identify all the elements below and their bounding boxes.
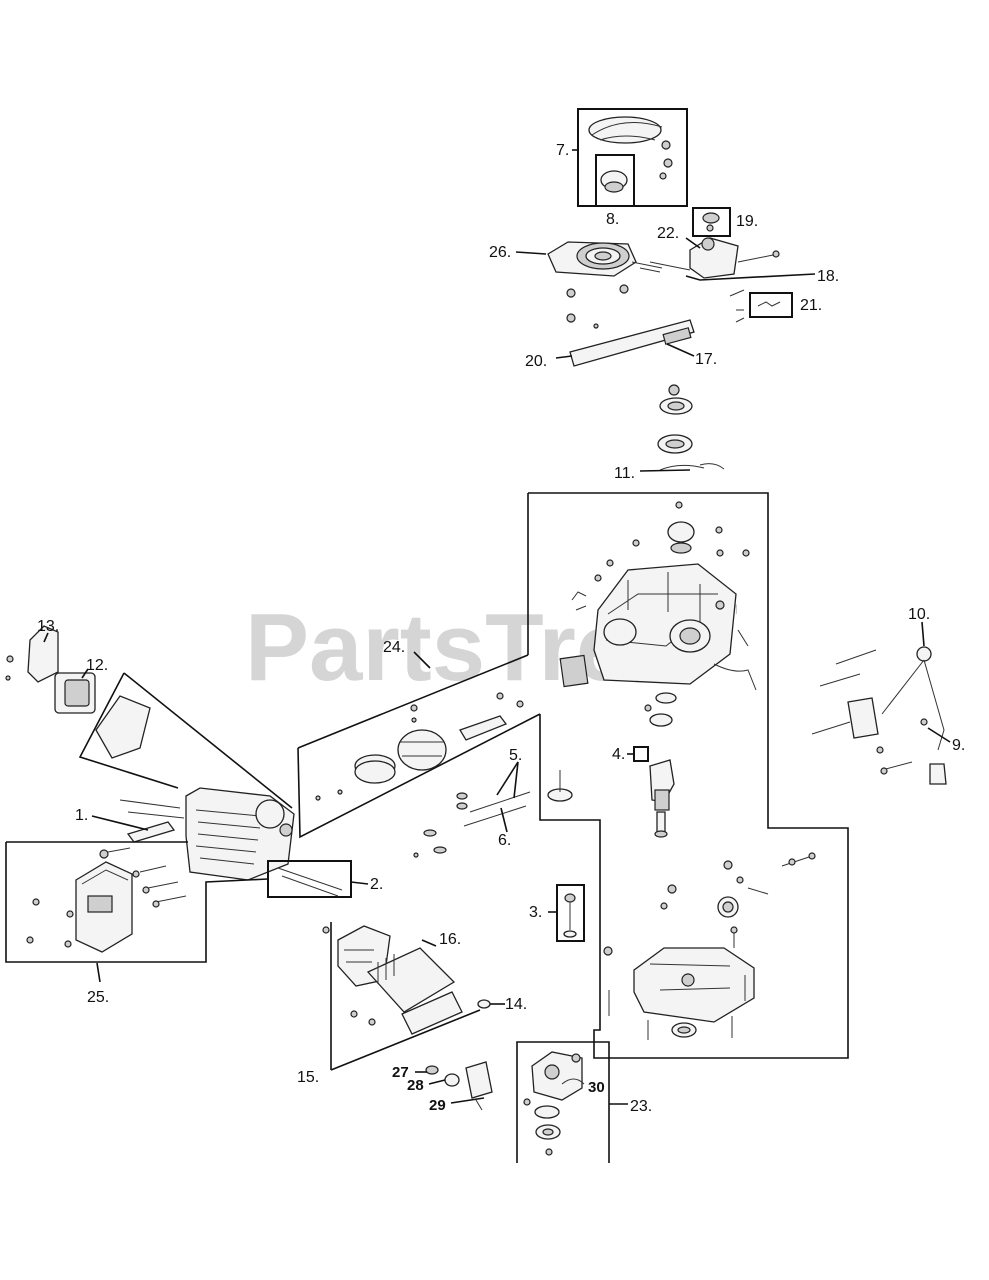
callout-13: 13. [37, 618, 59, 635]
callout-12: 12. [86, 657, 108, 674]
crankcase-cover-drawing [603, 852, 816, 1040]
box-21 [749, 292, 793, 318]
piston-drawing [315, 692, 524, 801]
callout-5: 5. [509, 747, 522, 764]
valve-cover-drawing [26, 861, 133, 953]
callout-3: 3. [529, 904, 542, 921]
callout-20: 20. [525, 353, 547, 370]
callout-23: 23. [630, 1098, 652, 1115]
part-21-drawing [757, 301, 781, 307]
callout-9: 9. [952, 737, 965, 754]
air-cleaner-drawing [5, 625, 96, 714]
part-19-drawing [702, 212, 720, 232]
callout-8: 8. [606, 211, 619, 228]
callout-28: 28 [407, 1077, 424, 1094]
group-15-bottom [330, 1009, 481, 1071]
head-group-line-a [78, 672, 179, 789]
box-4 [633, 746, 649, 762]
callout-7: 7. [556, 142, 569, 159]
callout-18: 18. [817, 268, 839, 285]
callout-11: 11. [614, 465, 635, 482]
group-24-outline [297, 713, 541, 839]
plate-17-drawing [662, 327, 692, 345]
throttle-linkage-drawing [811, 646, 947, 785]
callout-24: 24. [383, 639, 405, 656]
callout-2: 2. [370, 876, 383, 893]
callout-10: 10. [908, 606, 930, 623]
box-3 [556, 884, 585, 942]
flywheel-drawing [657, 384, 725, 471]
callout-19: 19. [736, 213, 758, 230]
bracket-20-drawing [569, 319, 695, 367]
box-19 [692, 207, 731, 237]
engine-block-outline [528, 492, 849, 1059]
crankshaft-drawing [649, 759, 675, 838]
part-3-drawing [563, 893, 577, 938]
cylinder-head-drawing [95, 695, 295, 908]
callout-17: 17. [695, 351, 717, 368]
group-25-outline [5, 842, 269, 963]
rewind-spring-drawing [547, 241, 663, 329]
callout-14: 14. [505, 996, 527, 1013]
group-24-top-line [297, 654, 529, 749]
callout-16: 16. [439, 931, 461, 948]
head-group-line-b [123, 672, 293, 809]
box-23 [516, 1041, 610, 1163]
blower-housing-drawing [588, 116, 673, 193]
engine-block-drawing [559, 501, 757, 727]
callout-1: 1. [75, 807, 88, 824]
fuel-parts-drawing [425, 1061, 493, 1111]
callout-25: 25. [87, 989, 109, 1006]
box-8 [595, 154, 635, 207]
callout-26: 26. [489, 244, 511, 261]
muffler-drawing [322, 925, 491, 1035]
valves-drawing [413, 770, 573, 858]
callout-4: 4. [612, 746, 625, 763]
callout-27: 27 [392, 1064, 409, 1081]
carburetor-drawing [523, 1051, 585, 1156]
callout-29: 29 [429, 1097, 446, 1114]
callout-6: 6. [498, 832, 511, 849]
callout-30: 30 [588, 1079, 605, 1096]
part-2-drawing [277, 867, 343, 897]
callout-22: 22. [657, 225, 679, 242]
callout-15: 15. [297, 1069, 319, 1086]
callout-21: 21. [800, 297, 822, 314]
governor-control-drawing [649, 237, 780, 323]
